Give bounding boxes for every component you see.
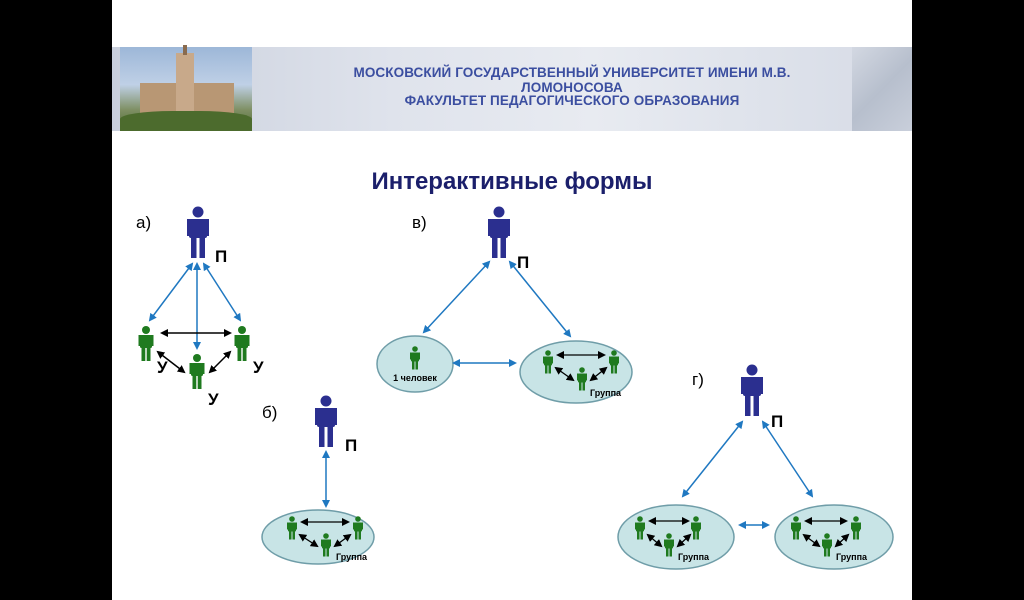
university-name: МОСКОВСКИЙ ГОСУДАРСТВЕННЫЙ УНИВЕРСИТЕТ И… — [353, 65, 791, 95]
diagram-a — [138, 206, 250, 389]
university-banner: МОСКОВСКИЙ ГОСУДАРСТВЕННЫЙ УНИВЕРСИТЕТ И… — [112, 45, 912, 131]
teacher-label: П — [771, 412, 784, 431]
university-building-photo — [120, 45, 252, 131]
group-label: Группа — [678, 552, 710, 562]
group-label: Группа — [836, 552, 868, 562]
student-icon — [234, 326, 250, 361]
interaction-diagrams: Группа 1 человек Группа — [138, 206, 894, 570]
diagram-a-label: а) — [136, 213, 152, 232]
faculty-name: ФАКУЛЬТЕТ ПЕДАГОГИЧЕСКОГО ОБРАЗОВАНИЯ — [404, 93, 740, 108]
lomonosov-portrait — [852, 47, 912, 131]
diagram-g: Группа Группа — [617, 364, 894, 570]
student-icon — [138, 326, 154, 361]
teacher-icon — [488, 206, 510, 258]
teacher-icon — [187, 206, 209, 258]
group-ellipse — [617, 504, 735, 570]
teacher-label: П — [345, 436, 358, 455]
diagram-v: 1 человек Группа — [376, 206, 633, 404]
diagram-b-label: б) — [262, 403, 278, 422]
group-label: Группа — [590, 388, 622, 398]
group-label: Группа — [336, 552, 368, 562]
student-label: У — [157, 358, 168, 377]
teacher-icon — [741, 364, 763, 416]
student-label: У — [253, 358, 264, 377]
diagram-b: Группа — [261, 395, 375, 565]
single-person-ellipse — [376, 335, 454, 393]
teacher-label: П — [517, 253, 530, 272]
diagram-v-label: в) — [412, 213, 427, 232]
single-person-label: 1 человек — [393, 373, 437, 383]
slide-title: Интерактивные формы — [371, 168, 653, 195]
student-label: У — [208, 390, 219, 409]
teacher-label: П — [215, 247, 228, 266]
group-ellipse — [774, 504, 894, 570]
slide: МОСКОВСКИЙ ГОСУДАРСТВЕННЫЙ УНИВЕРСИТЕТ И… — [112, 0, 912, 600]
diagram-g-label: г) — [692, 370, 704, 389]
student-icon — [189, 354, 205, 389]
teacher-icon — [315, 395, 337, 447]
